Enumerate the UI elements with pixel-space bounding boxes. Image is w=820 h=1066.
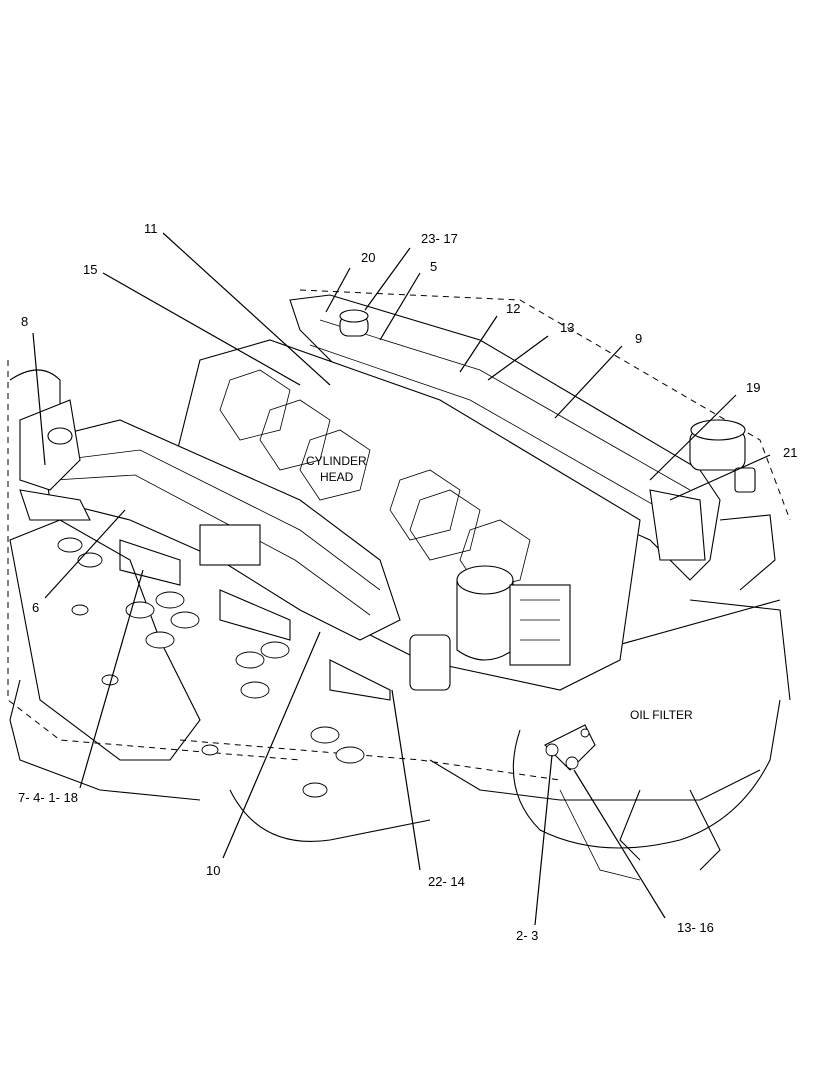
leader-15: [102, 272, 301, 386]
callout-7-4-1-18: 7- 4- 1- 18: [18, 790, 78, 805]
callout-23-17: 23- 17: [421, 231, 458, 246]
leader-8: [32, 332, 46, 466]
callout-12: 12: [506, 301, 520, 316]
leader-19: [649, 394, 737, 481]
callout-11: 11: [144, 221, 158, 236]
callout-5: 5: [430, 259, 437, 274]
oil-filter-cover: [544, 724, 596, 771]
callout-22-14: 22- 14: [428, 874, 465, 889]
callout-13-16: 13- 16: [677, 920, 714, 935]
callout-6: 6: [32, 600, 39, 615]
leader-21: [669, 454, 771, 501]
leader-6: [44, 509, 126, 599]
leader-2-3: [534, 754, 553, 926]
leader-lines: [32, 232, 771, 926]
cylinder-head-label-line1: CYLINDER: [306, 454, 367, 468]
cylinder-head-label-line2: HEAD: [320, 470, 354, 484]
callout-15: 15: [83, 262, 97, 277]
leader-10: [222, 631, 321, 859]
callout-10: 10: [206, 863, 220, 878]
callout-21: 21: [783, 445, 797, 460]
leader-23-17: [364, 247, 411, 311]
engine-block-outline: [7, 289, 791, 881]
leader-11: [162, 232, 331, 386]
callout-20: 20: [361, 250, 375, 265]
leader-20: [325, 267, 351, 313]
leader-5: [379, 272, 421, 341]
leader-12: [459, 315, 498, 373]
callout-2-3: 2- 3: [516, 928, 538, 943]
leader-7-4-1-18: [79, 569, 144, 789]
leader-13-16: [573, 769, 666, 919]
front-exhaust-manifold: [19, 399, 401, 701]
callout-8: 8: [21, 314, 28, 329]
cylinder-head-block: [169, 339, 641, 691]
leader-13: [487, 335, 549, 381]
leader-22-14: [391, 689, 421, 871]
callout-19: 19: [746, 380, 760, 395]
callout-9: 9: [635, 331, 642, 346]
callout-13: 13: [560, 320, 574, 335]
oil-filter-label: OIL FILTER: [630, 708, 693, 722]
leader-9: [554, 345, 623, 419]
